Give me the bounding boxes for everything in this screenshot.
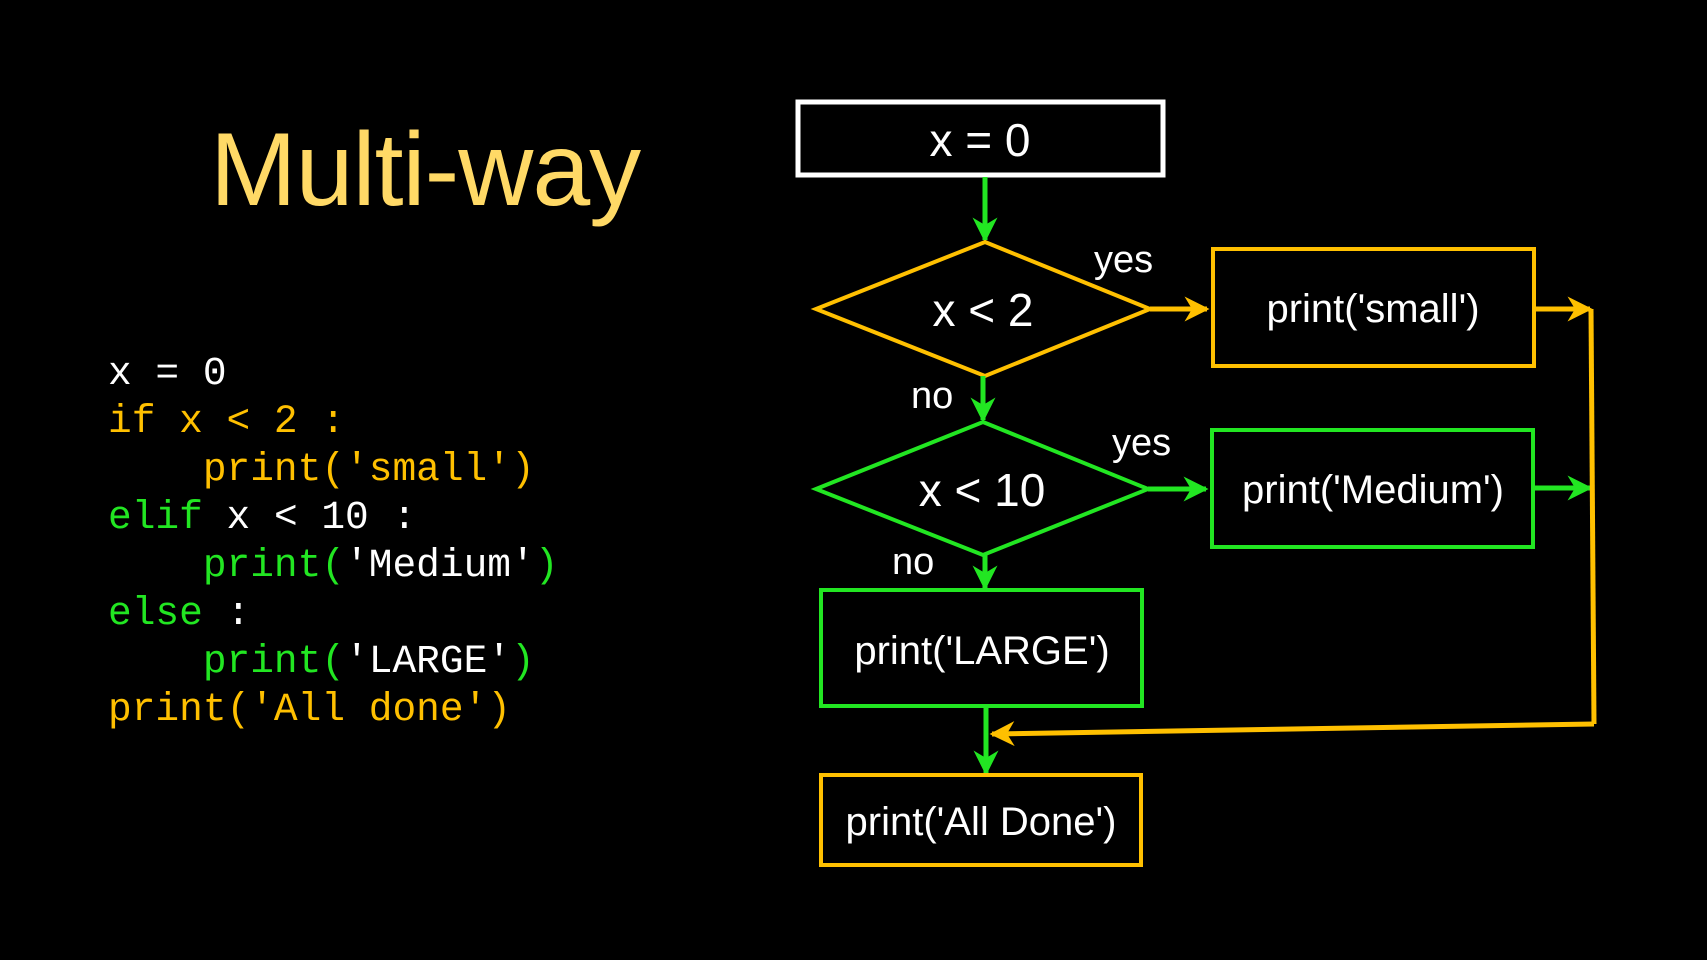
code-token: x = 0	[108, 351, 227, 396]
box-medium-label: print('Medium')	[1242, 468, 1504, 512]
code-line: print('small')	[108, 446, 558, 494]
code-line: print('All done')	[108, 686, 558, 734]
code-token: if x < 2 :	[108, 399, 346, 444]
code-token: print(	[108, 543, 346, 588]
decision2-label: x < 10	[919, 464, 1046, 516]
start-box: x = 0	[795, 99, 1166, 178]
start-box-label: x = 0	[929, 114, 1030, 166]
code-line: else :	[108, 590, 558, 638]
yes-label-1: yes	[1094, 239, 1153, 281]
code-token: print(	[108, 639, 346, 684]
box-done-label: print('All Done')	[846, 800, 1117, 844]
return-line-vertical	[1588, 308, 1597, 725]
box-small-label: print('small')	[1266, 287, 1479, 331]
slide-title: Multi-way	[210, 112, 641, 228]
code-token: elif	[108, 495, 203, 540]
no-label-2: no	[892, 541, 934, 583]
code-line: if x < 2 :	[108, 398, 558, 446]
code-token: x < 10 :	[202, 495, 417, 540]
code-token: 'Medium'	[345, 543, 535, 588]
box-small: print('small')	[1211, 247, 1536, 368]
code-token: print('All done')	[108, 687, 511, 732]
box-done: print('All Done')	[819, 773, 1143, 867]
yes-label-2: yes	[1112, 422, 1171, 464]
code-token: :	[202, 591, 251, 636]
code-token: print('small')	[108, 447, 535, 492]
no-label-1: no	[911, 375, 953, 417]
box-large-label: print('LARGE')	[854, 629, 1109, 673]
decision1-label: x < 2	[932, 284, 1033, 336]
code-line: elif x < 10 :	[108, 494, 558, 542]
code-line: print('Medium')	[108, 542, 559, 590]
code-token: )	[510, 639, 535, 684]
code-line: print('LARGE')	[108, 638, 558, 686]
box-large: print('LARGE')	[819, 588, 1144, 708]
code-line: x = 0	[108, 350, 558, 398]
code-token: )	[534, 543, 559, 588]
return-line-horizontal	[989, 721, 1595, 747]
box-medium: print('Medium')	[1210, 428, 1535, 549]
decision2-diamond: x < 10	[810, 419, 1154, 558]
code-token: else	[108, 591, 203, 636]
code-token: 'LARGE'	[345, 639, 511, 684]
